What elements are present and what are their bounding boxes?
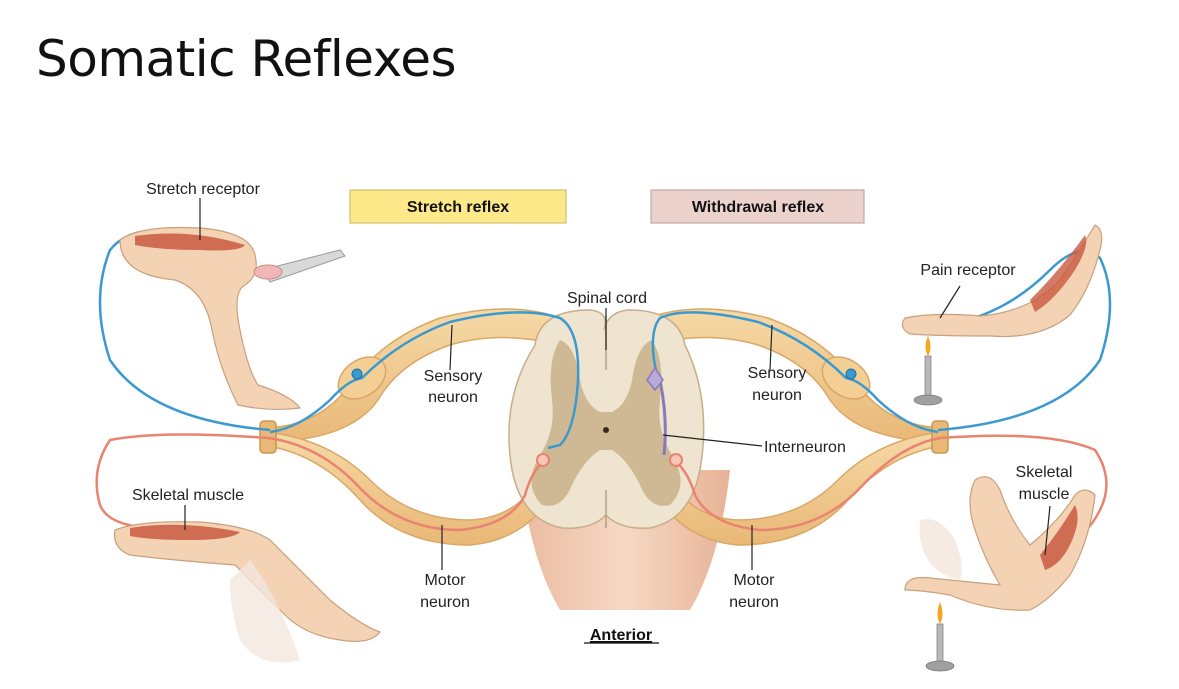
leg-muscle-illustration: [113, 521, 381, 663]
label-motor-left-line1: Motor: [425, 572, 467, 589]
central-canal: [603, 427, 609, 433]
label-motor-left-line2: neuron: [420, 594, 470, 611]
label-sensory-left-line1: Sensory: [424, 368, 483, 385]
arm-muscle-illustration: [904, 476, 1096, 672]
label-pain-receptor: Pain receptor: [920, 262, 1016, 279]
right-motor-pathway: [675, 434, 1108, 547]
left-sensory-cell-body: [351, 368, 363, 380]
burner-bottom-icon: [925, 602, 955, 672]
leg-stretch-illustration: [119, 226, 346, 411]
legend-stretch-swatch: [349, 189, 567, 224]
left-motor-pathway: [95, 433, 546, 532]
left-skeletal-muscle: [130, 524, 240, 540]
interneuron-leader: [662, 434, 763, 447]
slide-title: Somatic Reflexes: [36, 30, 457, 88]
sensory-right-leader: [769, 324, 773, 371]
legend-withdrawal-label: Withdrawal reflex: [692, 199, 824, 216]
reflex-hammer-head: [253, 264, 283, 280]
label-spinal-cord: Spinal cord: [567, 290, 647, 307]
label-motor-right-line2: neuron: [729, 594, 779, 611]
label-sensory-right-line2: neuron: [752, 387, 802, 404]
label-skeletal-muscle-left: Skeletal muscle: [132, 487, 244, 504]
gray-matter: [531, 340, 681, 506]
right-sensory-cell-body: [845, 368, 857, 380]
label-skeletal-muscle-right-line2: muscle: [1019, 486, 1070, 503]
label-interneuron: Interneuron: [764, 439, 846, 456]
quadriceps-muscle: [135, 233, 245, 251]
skeletal-muscle-right-leader: [1044, 505, 1051, 556]
right-skeletal-muscle: [1040, 505, 1078, 570]
left-motor-cell-body: [536, 453, 550, 467]
interneuron-cell-body: [646, 366, 664, 392]
legend-withdrawal-reflex: Withdrawal reflex: [650, 189, 865, 224]
legend-stretch-reflex: Stretch reflex: [349, 189, 567, 224]
legend-withdrawal-swatch: [650, 189, 865, 224]
label-stretch-receptor: Stretch receptor: [146, 181, 261, 198]
right-sensory-pathway: [651, 250, 1112, 434]
label-motor-right-line1: Motor: [734, 572, 776, 589]
interneuron-pathway: [658, 379, 667, 456]
forearm-muscle: [1030, 235, 1087, 312]
right-motor-cell-body: [669, 453, 683, 467]
label-skeletal-muscle-right-line1: Skeletal: [1016, 464, 1073, 481]
arm-pain-illustration: [901, 224, 1103, 406]
legend-stretch-label: Stretch reflex: [407, 199, 509, 216]
pain-receptor-leader: [939, 285, 961, 319]
label-sensory-left-line2: neuron: [428, 389, 478, 406]
sensory-left-leader: [449, 324, 453, 371]
label-sensory-right-line1: Sensory: [748, 365, 807, 382]
label-anterior: Anterior: [590, 627, 652, 644]
burner-top-icon: [913, 336, 943, 406]
